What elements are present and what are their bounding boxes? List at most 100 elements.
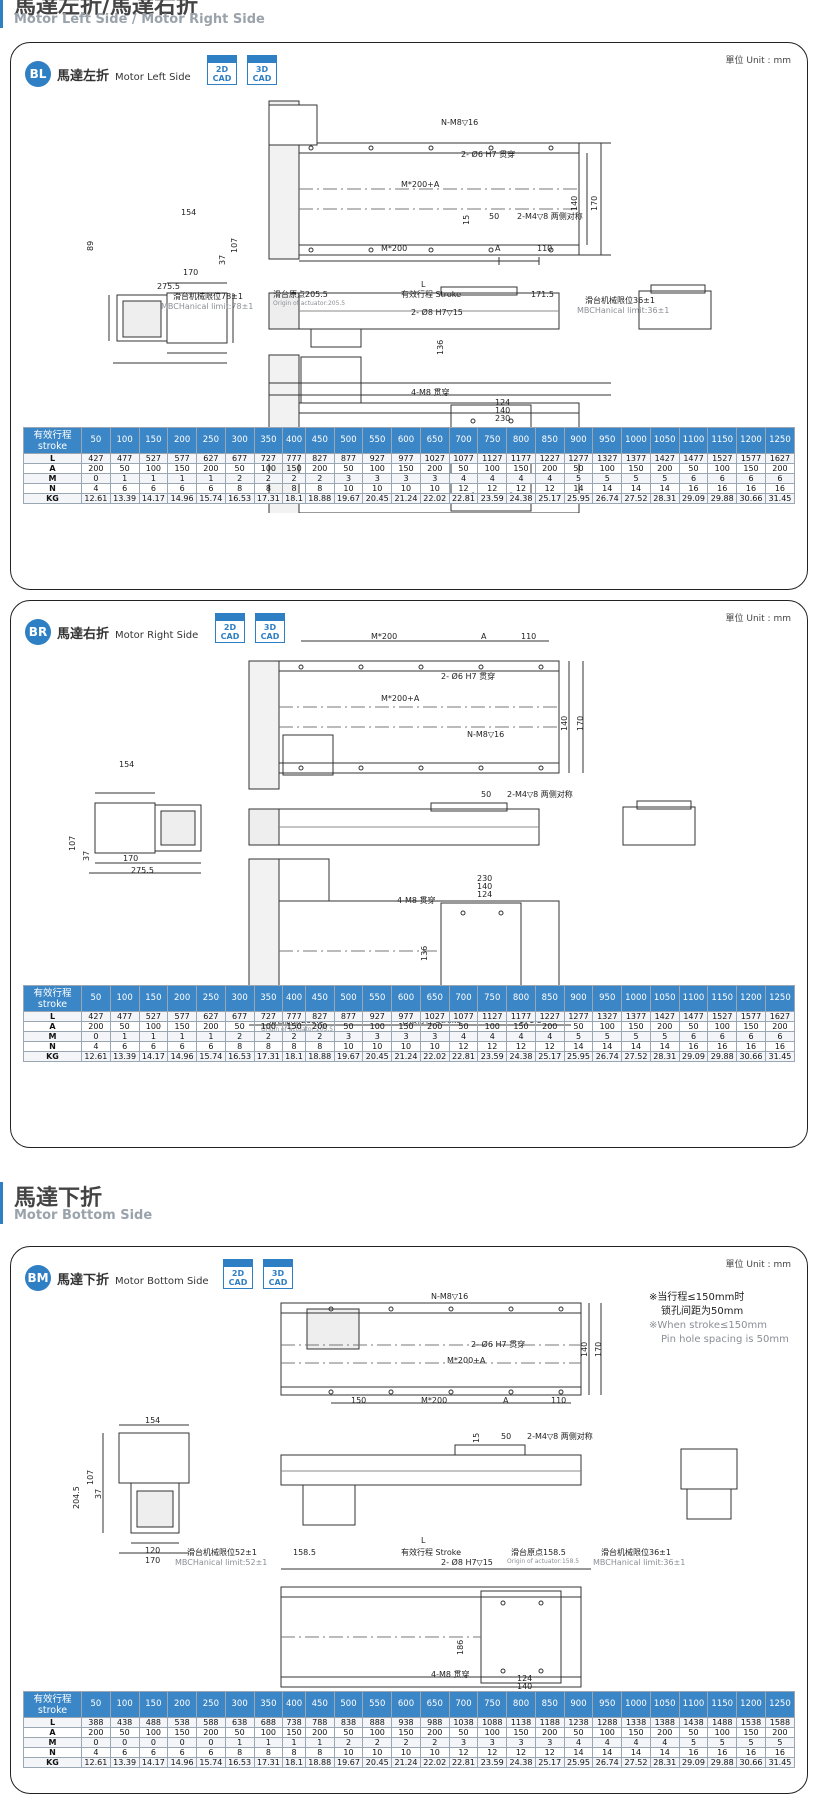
table-cell: 1177 xyxy=(506,453,536,464)
table-cell: 150 xyxy=(282,1021,306,1032)
table-cell: 24.38 xyxy=(506,493,536,504)
table-cell: 1477 xyxy=(678,453,709,464)
table-cell: 1377 xyxy=(621,1011,651,1022)
stroke-col-header: 750 xyxy=(477,427,508,454)
table-cell: 4 xyxy=(506,1031,536,1042)
table-cell: 0 xyxy=(81,1031,111,1042)
table-cell: 1277 xyxy=(563,1011,594,1022)
table-cell: 3 xyxy=(477,1737,508,1748)
cad-2d-button[interactable]: 2D CAD xyxy=(215,613,245,643)
table-cell: 50 xyxy=(448,1021,479,1032)
table-cell: 6 xyxy=(678,1031,709,1042)
cad-2d-button[interactable]: 2D CAD xyxy=(223,1259,253,1289)
dim-170b: 170 xyxy=(145,1556,161,1565)
stroke-col-header: 800 xyxy=(506,985,536,1012)
dim-124: 124 xyxy=(517,1674,533,1683)
table-cell: 627 xyxy=(196,453,226,464)
dim-n-m8: N-M8▽16 xyxy=(441,118,479,127)
table-cell: 4 xyxy=(477,473,508,484)
table-cell: 13.39 xyxy=(109,1757,140,1768)
table-cell: 3 xyxy=(333,473,364,484)
table-cell: 14.96 xyxy=(167,493,197,504)
row-label: M xyxy=(23,473,82,484)
table-cell: 1 xyxy=(109,1031,140,1042)
table-cell: 29.09 xyxy=(678,1051,709,1062)
dim-m200a: M*200+A xyxy=(381,694,420,703)
table-cell: 100 xyxy=(592,1021,623,1032)
stroke-col-header: 1250 xyxy=(764,985,796,1012)
table-cell: 1527 xyxy=(707,1011,738,1022)
stroke-col-header: 200 xyxy=(167,427,197,454)
table-cell: 6 xyxy=(196,1041,226,1052)
dim-m8-4: 4-M8 贯穿 xyxy=(431,1670,470,1679)
row-label: N xyxy=(23,1747,82,1758)
table-cell: 22.81 xyxy=(448,1051,479,1062)
stroke-col-header: 400 xyxy=(282,427,306,454)
table-cell: 6 xyxy=(707,473,738,484)
dim-89: 89 xyxy=(86,240,95,251)
table-cell: 14.17 xyxy=(138,1757,169,1768)
panel-title-en: Motor Right Side xyxy=(115,630,199,641)
section-title: 馬達左折/馬達右折 xyxy=(14,0,199,19)
table-cell: 24.38 xyxy=(506,1757,536,1768)
table-cell: 100 xyxy=(253,463,284,474)
table-cell: 10 xyxy=(362,1041,393,1052)
stroke-col-header: 850 xyxy=(534,985,565,1012)
table-cell: 17.31 xyxy=(253,493,284,504)
stroke-col-header: 200 xyxy=(167,1691,197,1718)
table-cell: 677 xyxy=(224,453,255,464)
table-cell: 16 xyxy=(678,1747,709,1758)
stroke-col-header: 300 xyxy=(224,427,255,454)
dim-m8-4: 4-M8 贯穿 xyxy=(397,896,436,905)
cad-3d-button[interactable]: 3D CAD xyxy=(247,55,277,85)
table-cell: 1388 xyxy=(649,1717,680,1728)
stroke-col-header: 1100 xyxy=(678,427,709,454)
table-cell: 14 xyxy=(649,483,680,494)
cad-3d-button[interactable]: 3D CAD xyxy=(255,613,285,643)
table-cell: 2 xyxy=(282,1031,306,1042)
stroke-col-header: 700 xyxy=(448,985,479,1012)
dim-d6: 2- Ø6 H7 贯穿 xyxy=(441,672,496,681)
table-cell: 100 xyxy=(362,1727,393,1738)
dim-d6: 2- Ø6 H7 贯穿 xyxy=(461,150,516,159)
table-cell: 200 xyxy=(764,463,796,474)
table-cell: 8 xyxy=(282,1747,306,1758)
table-cell: 12 xyxy=(448,483,479,494)
table-cell: 1438 xyxy=(678,1717,709,1728)
table-cell: 22.02 xyxy=(419,1757,450,1768)
table-cell: 14.17 xyxy=(138,493,169,504)
table-cell: 100 xyxy=(592,463,623,474)
table-cell: 6 xyxy=(196,483,226,494)
stroke-col-header: 500 xyxy=(333,1691,364,1718)
stroke-col-header: 1100 xyxy=(678,985,709,1012)
dim-origin-en: Origin of actuator:205.5 xyxy=(273,300,346,307)
table-cell: 877 xyxy=(333,1011,364,1022)
dim-154: 154 xyxy=(119,760,135,769)
table-cell: 16 xyxy=(764,483,796,494)
table-cell: 6 xyxy=(109,483,140,494)
dim-50: 50 xyxy=(501,1432,512,1441)
section-subtitle: Motor Left Side / Motor Right Side xyxy=(14,12,265,27)
stroke-col-header: 250 xyxy=(196,1691,226,1718)
table-cell: 2 xyxy=(253,1031,284,1042)
dim-mbc36-en: MBCHanical limit:36±1 xyxy=(577,306,670,315)
dim-150: 150 xyxy=(351,1396,367,1405)
stroke-header-zh: 有效行程 xyxy=(33,429,72,441)
stroke-col-header: 950 xyxy=(592,1691,623,1718)
table-cell: 50 xyxy=(678,1727,709,1738)
stroke-col-header: 650 xyxy=(419,1691,450,1718)
table-cell: 19.67 xyxy=(333,1051,364,1062)
table-cell: 200 xyxy=(304,1727,335,1738)
cad-2d-button[interactable]: 2D CAD xyxy=(207,55,237,85)
table-cell: 4 xyxy=(592,1737,623,1748)
table-cell: 677 xyxy=(224,1011,255,1022)
table-cell: 4 xyxy=(477,1031,508,1042)
table-cell: 19.67 xyxy=(333,493,364,504)
table-cell: 1288 xyxy=(592,1717,623,1728)
cad-3d-button[interactable]: 3D CAD xyxy=(263,1259,293,1289)
row-label: A xyxy=(23,1021,82,1032)
dim-275: 275.5 xyxy=(157,282,180,291)
table-cell: 26.74 xyxy=(592,1051,623,1062)
